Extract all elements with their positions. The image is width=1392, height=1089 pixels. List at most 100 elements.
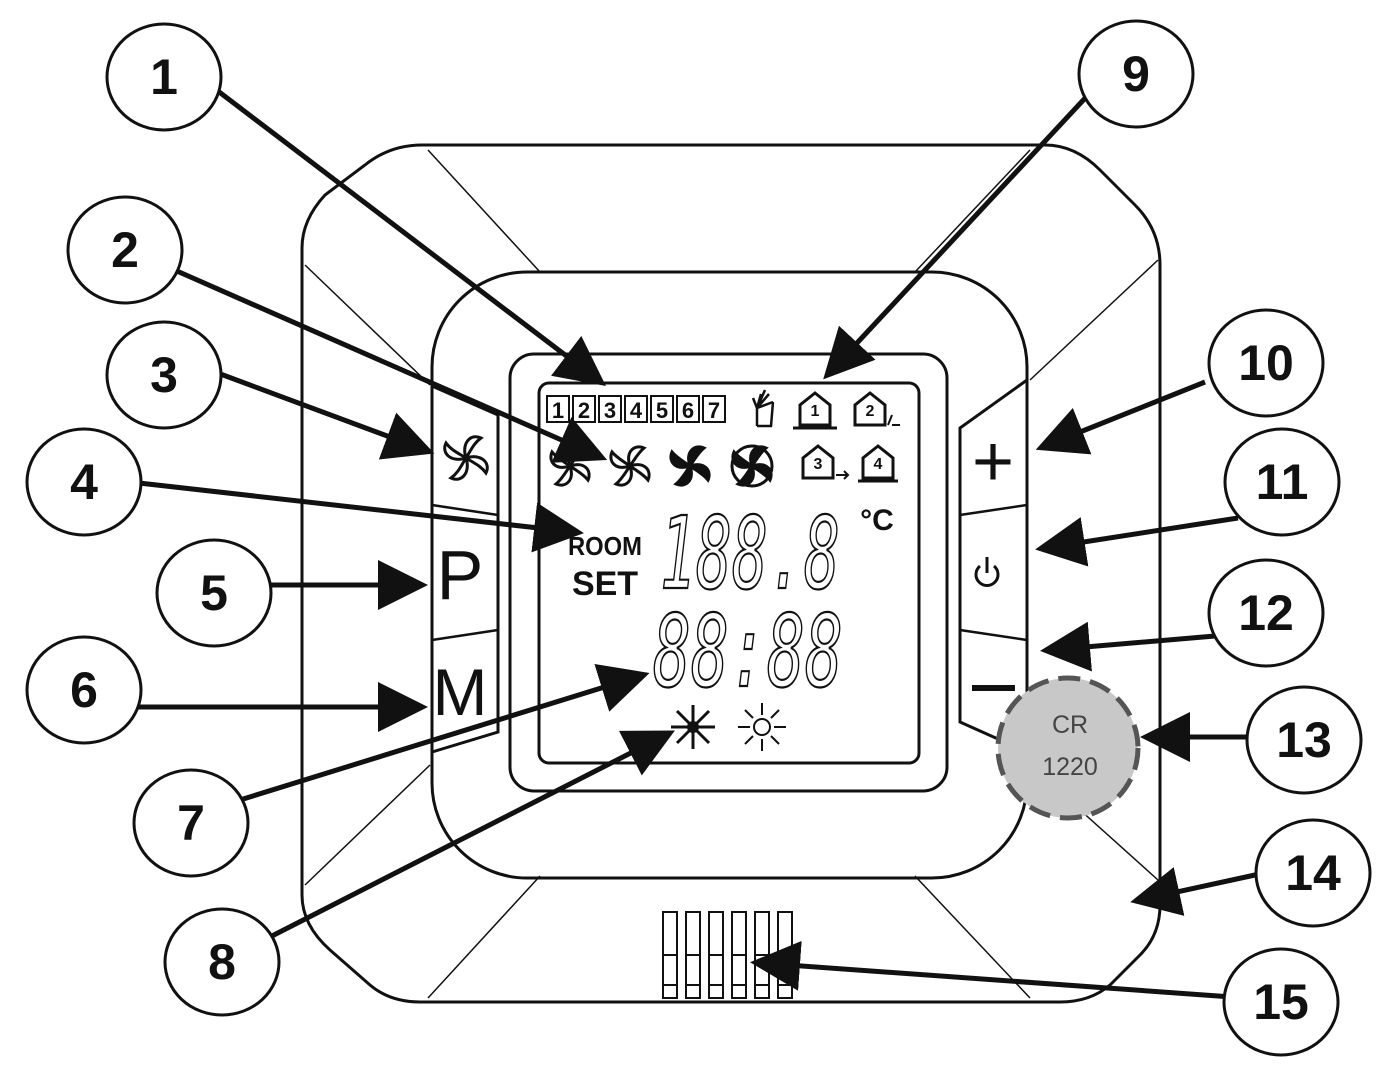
svg-text:1: 1: [811, 403, 820, 420]
svg-text:3: 3: [814, 456, 823, 473]
callout-8: 8: [163, 907, 281, 1017]
callout-number: 1: [150, 49, 178, 105]
vent-slot: [731, 911, 747, 999]
callout-leaders: [129, 83, 1256, 1000]
callout-number: 13: [1276, 712, 1332, 768]
callout-9: 9: [1077, 19, 1195, 129]
leader-14: [1130, 867, 1256, 916]
callout-number: 6: [70, 662, 98, 718]
weekday-label: 1: [552, 398, 564, 423]
plus-button[interactable]: +: [972, 422, 1014, 502]
callout-4: 4: [25, 427, 143, 537]
vent-slot: [662, 911, 678, 999]
home-period-4-icon: 4: [858, 444, 898, 483]
fan-icon: [443, 435, 489, 481]
home-period-1-icon: 1: [793, 391, 837, 430]
air-vent-slots: [662, 911, 793, 999]
leader-1: [208, 83, 606, 387]
power-icon: [974, 557, 1000, 587]
temperature-unit: °C: [860, 504, 894, 537]
callout-2: 2: [66, 195, 184, 305]
leader-7: [239, 663, 650, 803]
svg-text:2: 2: [866, 403, 875, 420]
program-period-icons: 1 2 3 4: [793, 391, 900, 483]
vent-slot: [777, 911, 793, 999]
callout-13: 13: [1245, 685, 1363, 795]
callout-15: 15: [1222, 947, 1340, 1057]
callout-number: 3: [150, 347, 178, 403]
battery-cr1220: CR 1220: [995, 675, 1141, 821]
callout-number: 2: [111, 222, 139, 278]
fan-speed-1-icon: [549, 445, 591, 487]
snowflake-icon: [671, 705, 715, 749]
callout-number: 12: [1238, 585, 1294, 641]
temperature-value: 188.8: [660, 495, 840, 612]
fan-speed-3-icon: [669, 445, 711, 487]
callout-6: 6: [25, 635, 143, 745]
battery-label-line2: 1220: [1042, 753, 1098, 781]
sun-icon: [738, 703, 786, 751]
svg-text:4: 4: [874, 456, 883, 473]
manual-mode-icon: [751, 389, 775, 428]
weekday-label: 4: [630, 398, 643, 423]
leader-11: [1035, 515, 1239, 567]
callout-number: 10: [1238, 335, 1294, 391]
time-display: 88:88: [653, 593, 843, 710]
callout-1: 1: [105, 22, 223, 132]
vent-slot: [708, 911, 724, 999]
leader-2: [168, 265, 608, 463]
leader-4: [129, 479, 584, 553]
callout-3: 3: [105, 320, 223, 430]
leader-3: [214, 369, 435, 460]
callout-number: 11: [1256, 454, 1309, 510]
battery-label-line1: CR: [1052, 711, 1088, 739]
weekday-5: 5: [650, 395, 674, 423]
room-label: ROOM: [568, 531, 642, 561]
callout-number: 4: [70, 454, 98, 510]
home-period-2-icon: 2: [853, 391, 900, 427]
right-button-panel: [958, 377, 1029, 755]
fan-button[interactable]: [443, 435, 489, 481]
m-button[interactable]: M: [433, 655, 488, 729]
thermostat-housing: [300, 143, 1162, 1004]
p-button[interactable]: P: [437, 536, 484, 614]
weekday-1: 1: [546, 395, 570, 423]
callout-number: 7: [177, 795, 205, 851]
callout-5: 5: [155, 538, 273, 648]
leader-12: [1040, 621, 1216, 672]
home-period-3-icon: 3: [801, 444, 850, 480]
leader-15: [750, 940, 1233, 1000]
weekday-label: 7: [708, 398, 720, 423]
weekday-6: 6: [676, 395, 700, 423]
fan-speed-icons: [549, 444, 774, 488]
callout-7: 7: [132, 768, 250, 878]
weekday-label: 3: [604, 398, 616, 423]
callout-14: 14: [1254, 818, 1372, 928]
weekday-2: 2: [572, 395, 596, 423]
weekday-7: 7: [702, 395, 726, 423]
power-button[interactable]: [974, 557, 1000, 587]
callout-number: 8: [208, 934, 236, 990]
callout-number: 14: [1285, 845, 1341, 901]
fan-speed-2-icon: [609, 445, 651, 487]
leader-10: [1035, 379, 1206, 455]
leader-8: [266, 730, 675, 941]
callout-11: 11: [1223, 427, 1341, 537]
left-button-panel: [430, 383, 500, 755]
weekday-label: 2: [578, 398, 590, 423]
callout-number: 15: [1253, 974, 1309, 1030]
set-label: SET: [572, 565, 638, 603]
weekday-3: 3: [598, 395, 622, 423]
weekday-label: 5: [656, 398, 668, 423]
callout-number: 5: [200, 565, 228, 621]
weekday-label: 6: [682, 398, 694, 423]
callout-12: 12: [1207, 558, 1325, 668]
fan-speed-4-icon: [730, 444, 774, 488]
temperature-display: ROOM SET 188.8 °C: [568, 494, 894, 613]
weekday-4: 4: [624, 395, 648, 423]
lcd-screen: [537, 381, 921, 765]
leader-9: [823, 93, 1090, 380]
